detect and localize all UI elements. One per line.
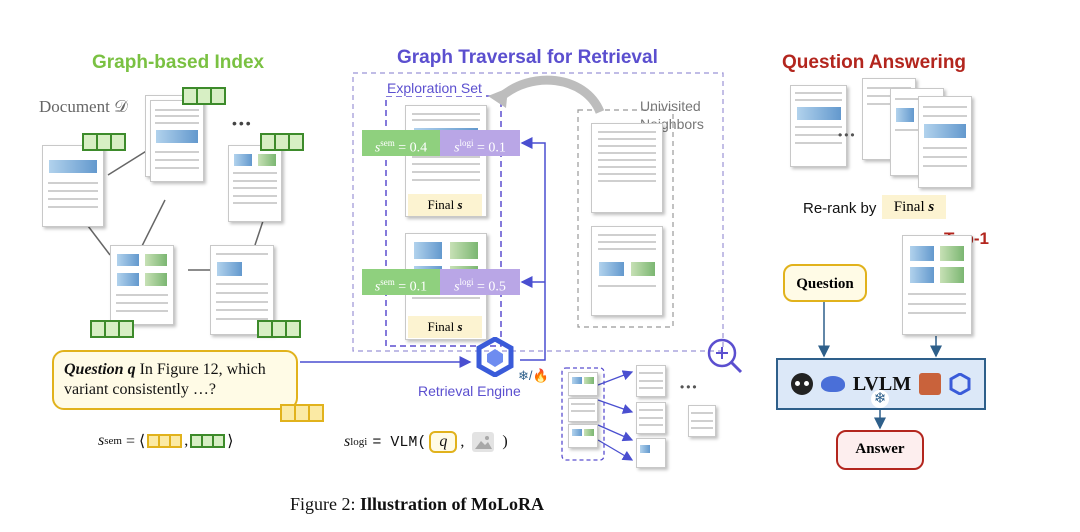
ellipsis: •••	[680, 380, 699, 394]
mini-document	[636, 438, 666, 468]
retrieval-engine-icon	[475, 336, 515, 378]
document-page	[918, 96, 972, 188]
magnifier-icon	[707, 338, 737, 368]
mini-edge	[597, 424, 634, 442]
mini-document	[568, 424, 598, 448]
qa-title: Question Answering	[782, 52, 967, 73]
graph-edge	[139, 199, 166, 251]
unvisited-frame	[577, 109, 674, 328]
sem-score-badge: ssem = 0.1	[362, 269, 440, 295]
whale-icon	[820, 376, 845, 392]
return-arrow-head	[488, 88, 508, 108]
graph-edge	[84, 221, 111, 256]
question-embedding	[280, 404, 324, 422]
sem-score-badge: ssem = 0.4	[362, 130, 440, 156]
qwen-icon	[949, 372, 971, 396]
answer-box: Answer	[836, 430, 924, 470]
embedding-vector	[82, 133, 126, 151]
mini-document	[568, 372, 598, 396]
rerank-final-score: Final s	[882, 195, 946, 219]
final-score-label: Final s	[408, 316, 482, 338]
unvisited-neighbors-label: Univisited Neighbors	[640, 98, 704, 132]
ellipsis: •••	[838, 128, 857, 142]
logi-score-badge: slogi = 0.1	[440, 130, 520, 156]
document-label: Document 𝒟	[39, 97, 128, 116]
question-box: Question q In Figure 12, which variant c…	[52, 350, 298, 410]
figure-caption: Figure 2: Illustration of MoLoRA	[290, 494, 544, 514]
mini-edge	[597, 370, 634, 386]
document-page	[110, 245, 174, 325]
mini-edge	[597, 439, 634, 461]
mini-edge	[597, 399, 634, 414]
logi-score-badge: slogi = 0.5	[440, 269, 520, 295]
mini-document	[568, 398, 598, 422]
exploration-set-label: Exploration Set	[385, 80, 484, 96]
document-page	[790, 85, 847, 167]
lvlm-label: LVLM	[852, 372, 912, 395]
question-text: In Figure 12, which variant consistently…	[64, 361, 266, 398]
return-arrow	[496, 75, 605, 115]
embedding-vector	[90, 320, 134, 338]
exploration-set-frame	[385, 95, 502, 347]
traversal-frame	[352, 72, 724, 352]
embedding-vector	[260, 133, 304, 151]
mascot-icon	[790, 373, 813, 395]
document-page	[591, 226, 663, 316]
frozen-icon: ❄	[871, 390, 889, 408]
ellipsis: •••	[232, 115, 253, 131]
engine-frozen-fire-icon: ❄/🔥	[518, 368, 549, 383]
embedding-vector	[257, 320, 301, 338]
document-page	[150, 100, 204, 182]
rerank-label: Re-rank by	[803, 200, 877, 217]
document-page	[210, 245, 274, 335]
mini-document	[636, 402, 666, 434]
embedding-vector	[182, 87, 226, 105]
traversal-title: Graph Traversal for Retrieval	[397, 47, 658, 68]
image-icon	[472, 432, 495, 452]
mini-exploration-frame	[561, 367, 605, 461]
mini-document	[688, 405, 716, 437]
retrieval-engine-label: Retrieval Engine	[418, 383, 521, 399]
document-page	[42, 145, 104, 227]
llama-icon	[919, 373, 942, 395]
mini-document	[636, 365, 666, 397]
final-score-label: Final s	[408, 194, 482, 216]
engine-to-score-1	[520, 137, 546, 361]
graph-edge	[107, 149, 149, 176]
document-page	[591, 123, 663, 213]
top1-document	[902, 235, 972, 335]
document-page	[228, 145, 282, 222]
question-node: Question	[783, 264, 867, 302]
graph-index-title: Graph-based Index	[92, 52, 265, 73]
question-label: Question q	[64, 361, 136, 378]
